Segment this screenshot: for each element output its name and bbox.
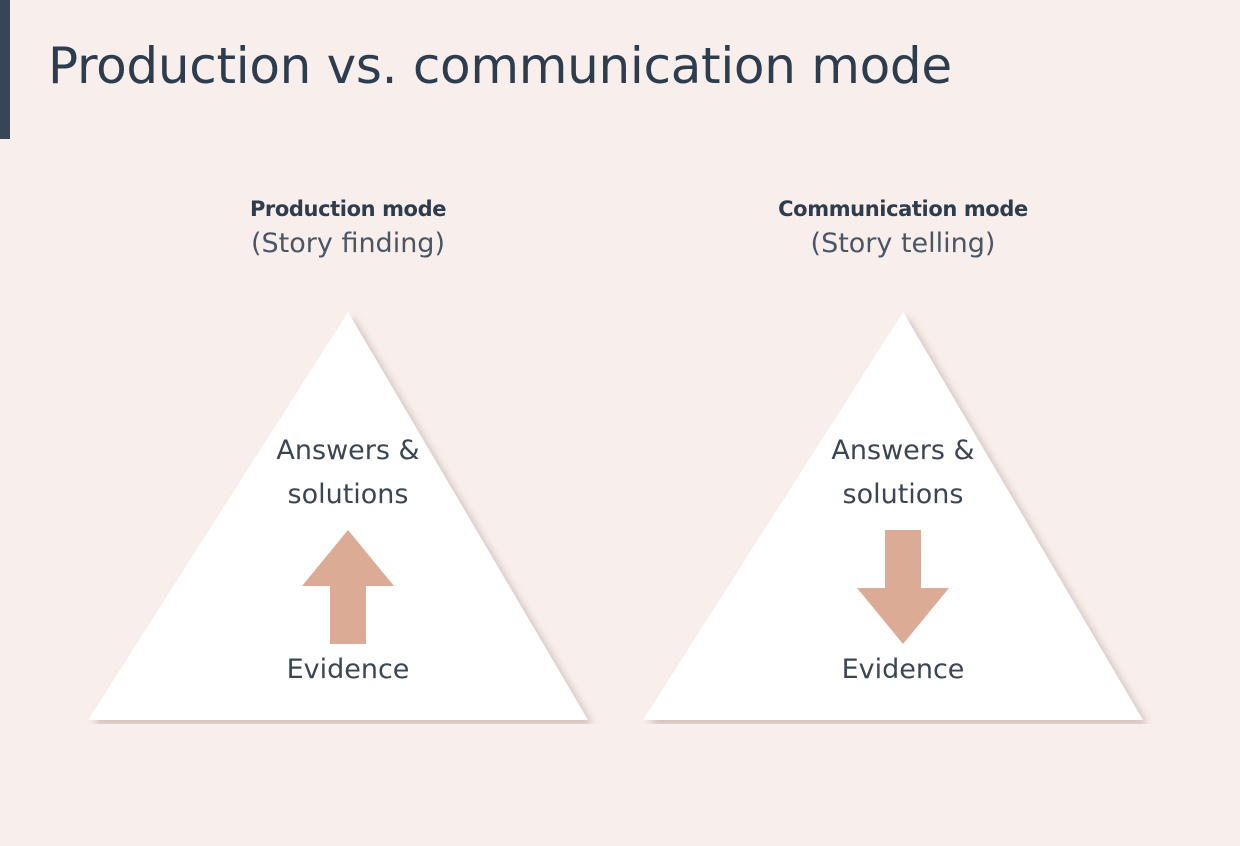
pyramid-production: Answers & solutions Evidence [68,312,628,724]
column-production-mode: Production mode (Story finding) [68,196,628,756]
pyramid-shape-communication [623,312,1183,724]
column-heading-production: Production mode (Story finding) [68,196,628,263]
column-heading-title-production: Production mode [249,197,447,221]
column-heading-subtitle-communication: (Story telling) [810,228,996,260]
pyramid-shape-production [68,312,628,724]
pyramid-top-label-line1: Answers & [276,435,420,466]
pyramid-top-label-production: Answers & solutions [68,429,628,516]
pyramid-content-production: Answers & solutions Evidence [68,312,628,724]
column-heading-title-communication: Communication mode [778,197,1028,221]
title-accent-bar [0,0,10,139]
column-heading-communication: Communication mode (Story telling) [623,196,1183,263]
column-heading-subtitle-production: (Story finding) [251,228,445,260]
column-communication-mode: Communication mode (Story telling) [623,196,1183,756]
arrow-down-icon [853,528,953,646]
pyramid-bottom-label-production: Evidence [286,654,410,685]
slide-title: Production vs. communication mode [48,37,952,95]
pyramid-top-label-line1: Answers & [831,435,975,466]
content-columns: Production mode (Story finding) [0,196,1240,796]
pyramid-top-label-line2: solutions [287,478,409,510]
pyramid-top-label-communication: Answers & solutions [623,429,1183,516]
pyramid-content-communication: Answers & solutions Evidence [623,312,1183,724]
pyramid-bottom-label-communication: Evidence [841,654,965,685]
pyramid-top-label-line2: solutions [842,478,964,510]
pyramid-communication: Answers & solutions Evidence [623,312,1183,724]
arrow-up-icon [298,528,398,646]
